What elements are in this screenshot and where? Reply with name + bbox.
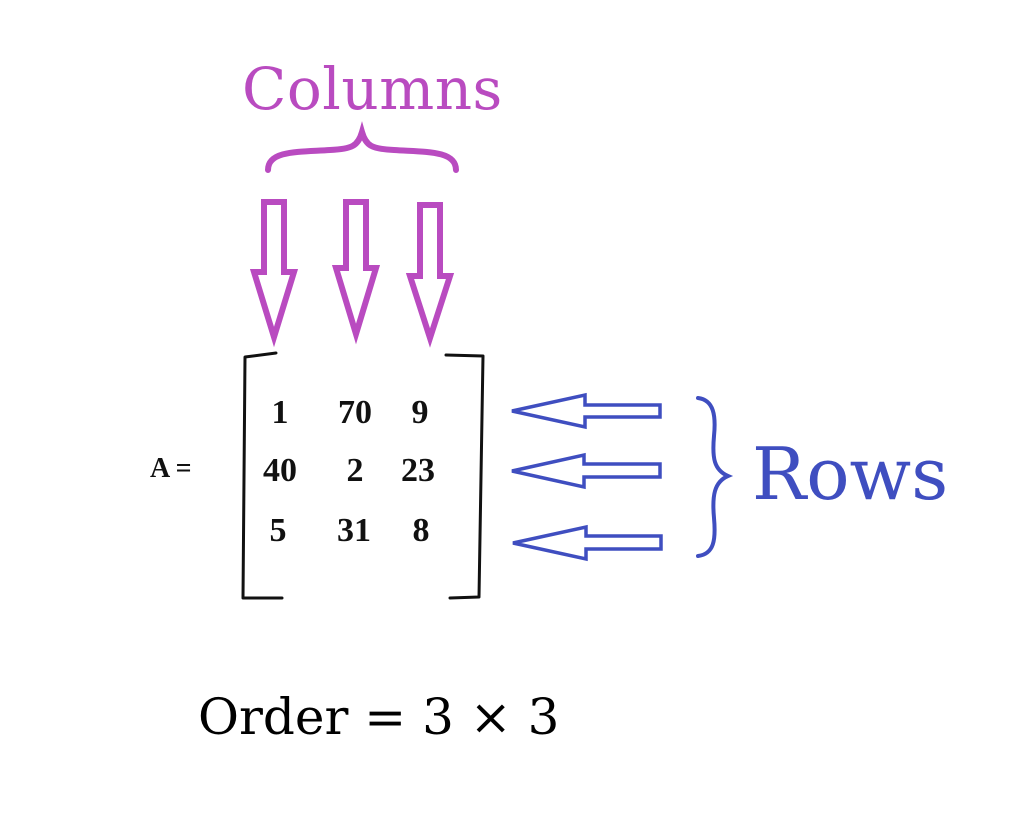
matrix-cell-r1-c1: 1 (271, 394, 289, 431)
matrix-cell-r3-c1: 5 (269, 512, 287, 549)
columns-label: Columns (242, 55, 503, 123)
column-arrow-1 (249, 199, 299, 348)
matrix-left-bracket (241, 351, 284, 600)
matrix-cell-r3-c2: 31 (337, 512, 371, 549)
matrix-cell-r2-c2: 2 (346, 452, 364, 489)
column-arrow-3 (405, 202, 455, 348)
rows-brace (696, 396, 734, 558)
row-arrow-3 (512, 524, 663, 562)
row-arrow-2 (511, 452, 662, 490)
order-equation: Order = 3 × 3 (198, 688, 560, 746)
matrix-right-bracket (444, 353, 485, 600)
row-arrow-1 (511, 392, 662, 430)
matrix-cell-r3-c3: 8 (412, 512, 430, 549)
matrix-cell-r2-c3: 23 (401, 452, 435, 489)
matrix-cell-r1-c2: 70 (338, 394, 372, 431)
columns-brace (265, 121, 459, 173)
matrix-cell-r1-c3: 9 (411, 394, 429, 431)
matrix-cell-r2-c1: 40 (263, 452, 297, 489)
rows-label: Rows (752, 432, 949, 516)
matrix-name-label: A = (150, 453, 192, 484)
column-arrow-2 (331, 199, 381, 345)
